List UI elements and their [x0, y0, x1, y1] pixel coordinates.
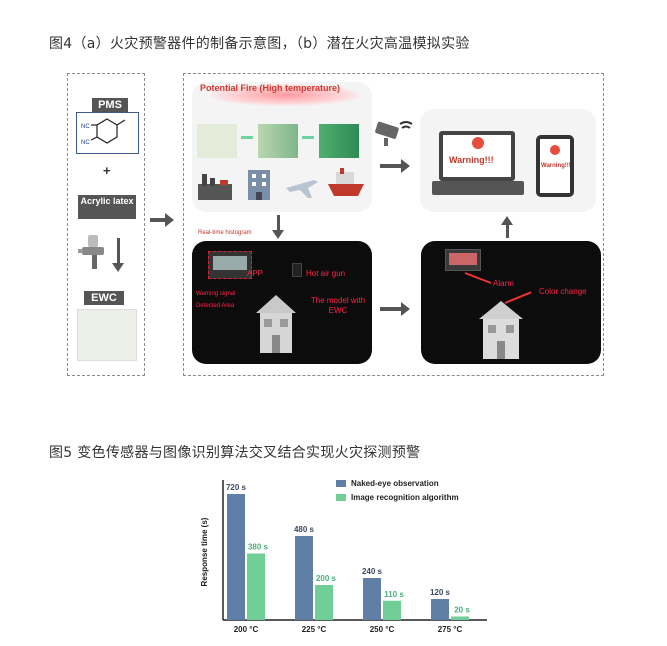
- house-model-icon: [250, 289, 302, 357]
- data-label-1-2: 110 s: [384, 590, 404, 599]
- ewc-label: EWC: [84, 291, 124, 305]
- pms-structure: NC NC: [76, 112, 139, 154]
- x-tick-label-2: 250 °C: [370, 625, 395, 634]
- a-to-b-arrow: [150, 213, 174, 227]
- panel-a: [67, 73, 145, 376]
- bar-image-recognition-3: [451, 616, 469, 620]
- bar-image-recognition-2: [383, 600, 401, 620]
- ewc-sample: [77, 309, 137, 361]
- nc-label-1: NC: [81, 124, 90, 130]
- data-label-0-3: 120 s: [430, 588, 451, 597]
- phone-fire-icon: [550, 145, 560, 155]
- data-label-1-3: 20 s: [454, 606, 470, 615]
- panel-b: [183, 73, 604, 376]
- laptop-screen: Warning!!!: [439, 131, 515, 181]
- spray-gun-icon: [78, 233, 110, 273]
- test-to-alarm-arrow: [380, 302, 410, 316]
- model-label: The model with EWC: [310, 296, 366, 315]
- alarm-house-model-icon: [473, 297, 529, 359]
- pms-molecule-icon: NC NC: [81, 118, 126, 146]
- camera-icon: [374, 118, 416, 148]
- alarm-label: Alarm: [493, 279, 514, 288]
- fire-title: Potential Fire (High temperature): [200, 83, 341, 93]
- laptop-keyboard: [432, 181, 524, 195]
- laptop-warning-text: Warning!!!: [449, 155, 494, 165]
- bar-image-recognition-0: [247, 553, 265, 620]
- phone: Warning!!!: [536, 135, 574, 197]
- data-label-0-1: 480 s: [294, 525, 315, 534]
- laptop-fire-icon: [472, 137, 484, 149]
- stage-arrow-1: [241, 136, 253, 139]
- data-label-1-0: 380 s: [248, 543, 269, 552]
- bar-naked-eye-3: [431, 599, 449, 620]
- y-axis-label: Response time (s): [200, 517, 209, 586]
- app-device: [208, 251, 252, 279]
- response-time-chart: Response time (s) 720 s 380 s 200 °C 480 s 2…: [200, 479, 487, 634]
- acrylic-latex-label: Acrylic latex: [78, 195, 136, 219]
- bar-image-recognition-1: [315, 585, 333, 620]
- x-tick-label-0: 200 °C: [234, 625, 259, 634]
- ship-icon: [328, 168, 364, 200]
- figure4-caption: 图4（a）火灾预警器件的制备示意图，（b）潜在火灾高温模拟实验: [49, 36, 470, 52]
- color-stage-2: [258, 124, 298, 158]
- alarm-pointer-arrows: [464, 272, 531, 304]
- detected-area-label: Detected Area: [196, 303, 235, 309]
- bar-naked-eye-2: [363, 578, 381, 620]
- bar-naked-eye-0: [227, 494, 245, 620]
- factory-icon: [198, 170, 232, 200]
- legend-swatch-0: [336, 480, 346, 487]
- building-icon: [246, 166, 272, 200]
- alarm-device: [445, 249, 481, 271]
- legend-swatch-1: [336, 494, 346, 501]
- airplane-icon: [284, 170, 320, 200]
- phone-warning-text: Warning!!!: [541, 163, 571, 169]
- heat-glow: [210, 84, 360, 106]
- legend-label-1: Image recognition algorithm: [351, 493, 459, 502]
- hot-air-gun-label: Hot air gun: [306, 269, 346, 278]
- stage-arrow-2: [302, 136, 314, 139]
- color-change-label: Color change: [539, 287, 587, 296]
- spray-arrow: [112, 238, 124, 272]
- x-tick-label-1: 225 °C: [302, 625, 327, 634]
- pms-label: PMS: [92, 98, 128, 112]
- realtime-label: Real-time histogram: [198, 230, 252, 236]
- data-label-0-2: 240 s: [362, 567, 383, 576]
- plus-sign: +: [103, 163, 111, 178]
- figure5-caption: 图5 变色传感器与图像识别算法交叉结合实现火灾探测预警: [49, 445, 421, 461]
- color-stage-1: [197, 124, 237, 158]
- alarm-panel: Alarm Color change: [421, 241, 601, 364]
- app-label: APP: [247, 269, 264, 278]
- fire-to-test-arrow: [272, 215, 284, 239]
- data-label-0-0: 720 s: [226, 483, 247, 492]
- color-stage-3: [319, 124, 359, 158]
- alarm-to-devices-arrow: [501, 216, 513, 238]
- hot-air-gun-icon: [292, 263, 302, 277]
- camera-to-laptop-arrow: [380, 159, 410, 173]
- warning-signal-label: Warning signal: [196, 291, 236, 297]
- nc-label-2: NC: [81, 140, 90, 146]
- legend-label-0: Naked-eye observation: [351, 479, 439, 488]
- bar-naked-eye-1: [295, 536, 313, 620]
- data-label-1-1: 200 s: [316, 574, 337, 583]
- x-tick-label-3: 275 °C: [438, 625, 463, 634]
- experiment-panel: APP Hot air gun Warning signal Detected …: [192, 241, 372, 364]
